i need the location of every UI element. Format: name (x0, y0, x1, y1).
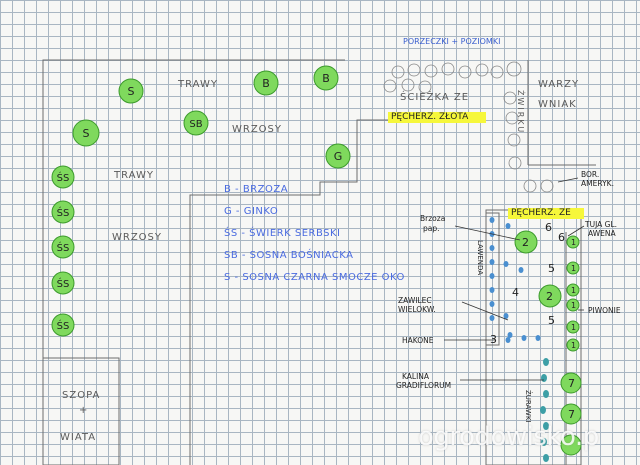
label-hakone: HAKONE (402, 336, 434, 345)
bed-number-7b: 7 (568, 408, 575, 421)
tree-circle-ss-4 (51, 271, 75, 295)
tree-circle-s-1 (118, 78, 144, 104)
hedge-number-6: 1 (571, 341, 576, 350)
tree-circle-b-2 (313, 65, 339, 91)
legend-item-ginko: G - GINKO (224, 206, 279, 217)
tree-circle-g (325, 143, 351, 169)
hedge-5 (566, 320, 580, 334)
bed-number-3: 3 (490, 333, 497, 346)
label-tuja-2: AWENA (588, 229, 616, 238)
hedge-6 (566, 338, 580, 352)
label-kalina-2: GRADIFLORUM (396, 381, 452, 390)
label-porzeczki: PORZECZKI + POZIOMKI (403, 37, 500, 46)
label-zurawki: ŻURAWKI (524, 390, 533, 422)
kalina-1 (560, 372, 582, 394)
bed-number-2b: 2 (546, 290, 553, 303)
label-pecherz-zlota: PĘCHERZ. ZŁOTA (388, 112, 486, 123)
legend-item-brzoza: B - BRZOZA (224, 184, 289, 195)
label-trawy-top: TRAWY (177, 79, 218, 90)
watermark-text: ogrodowisko.p (418, 422, 599, 452)
tree-code-g: G (334, 150, 343, 163)
label-bor-1: BOR. (581, 170, 600, 179)
lavender-strip (485, 212, 500, 346)
kalina-3 (560, 434, 582, 456)
label-warzy: WARZY (538, 79, 579, 90)
bed-number-5b: 5 (548, 314, 555, 327)
tree-code-s-2: S (83, 127, 90, 140)
label-brzoza-2: pap. (423, 224, 440, 233)
label-wniak: WNIAK (538, 99, 577, 110)
tree-code-s-1: S (128, 85, 135, 98)
shed-outline (42, 357, 120, 465)
pointer-lines (444, 177, 585, 381)
tree-circle-sb (183, 110, 209, 136)
tree-code-b-1: B (262, 77, 270, 90)
tree-code-ss-4: ŚS (57, 277, 70, 290)
tree-code-ss-5: ŚS (57, 319, 70, 332)
bed-number-6b: 6 (558, 231, 565, 244)
tree-markers (51, 65, 351, 337)
label-sciezka: ŚCIEŻKA ZE (400, 90, 469, 103)
label-zwirku: ŻWIRKU (516, 90, 526, 134)
bed-shrubs (514, 230, 582, 456)
tree-code-ss-3: ŚS (57, 241, 70, 254)
label-zawilec-1: ZAWILEC (398, 296, 432, 305)
kalina-2 (560, 403, 582, 425)
label-bor-2: AMERYK. (581, 179, 614, 188)
legend-item-sosna-b: SB - SOSNA BOŚNIACKA (224, 250, 354, 261)
tree-circle-s-2 (72, 119, 100, 147)
tree-circle-ss-2 (51, 200, 75, 224)
bed-circle-2a (514, 230, 538, 254)
bed-number-6: 6 (545, 221, 552, 234)
label-trawy-left: TRAWY (113, 170, 154, 181)
label-piwonie: PIWONIE (588, 306, 621, 315)
legend-item-swierk: ŚS - ŚWIERK SERBSKI (224, 228, 341, 239)
gravel-path (383, 61, 554, 193)
label-zawilec-2: WIELOKW. (398, 305, 436, 314)
label-brzoza-1: Brzoza (420, 214, 446, 223)
hedge-number-3: 1 (571, 286, 576, 295)
zurawki-dots (540, 358, 549, 462)
bed-boundary (189, 119, 390, 465)
label-wrzosy-left: WRZOSY (112, 232, 162, 243)
label-szopa-3: WIATA (60, 432, 96, 443)
hedge-number-4: 1 (571, 301, 576, 310)
hedge-number-2: 1 (571, 264, 576, 273)
tree-circle-ss-5 (51, 313, 75, 337)
label-wrzosy-top: WRZOSY (232, 124, 282, 135)
tree-circle-b-1 (253, 70, 279, 96)
bed-circle-2b (538, 284, 562, 308)
hedge-2 (566, 261, 580, 275)
hedge-1 (566, 235, 580, 249)
tree-circle-ss-3 (51, 235, 75, 259)
label-szopa-2: + (79, 405, 88, 416)
bed-number-4: 4 (512, 286, 519, 299)
label-tuja-1: TUJA GL. (585, 220, 618, 229)
hedge-3 (566, 283, 580, 297)
bed-number-7a: 7 (568, 377, 575, 390)
plot-boundary (42, 59, 345, 465)
tree-code-ss-1: ŚS (57, 171, 70, 184)
plot-outline (42, 59, 596, 465)
hedge-number-1: 1 (571, 238, 576, 247)
hedge-number-5: 1 (571, 323, 576, 332)
bed-number-5a: 5 (548, 262, 555, 275)
hedge-4 (566, 298, 580, 312)
tree-circle-ss-1 (51, 165, 75, 189)
label-szopa-1: SZOPA (62, 390, 100, 401)
legend-item-sosna-c: S - SOSNA CZARNA SMOCZE OKO (224, 272, 405, 283)
tree-code-ss-2: ŚS (57, 206, 70, 219)
label-kalina-1: KALINA (402, 372, 430, 381)
perennial-dots (489, 217, 541, 343)
tree-code-sb: SB (189, 119, 202, 130)
bed-number-2a: 2 (522, 236, 529, 249)
tree-code-b-2: B (322, 72, 330, 85)
label-pecherz-ze: PĘCHERZ. ZE (508, 208, 584, 219)
label-lawenda: LAWENDA (476, 240, 484, 275)
